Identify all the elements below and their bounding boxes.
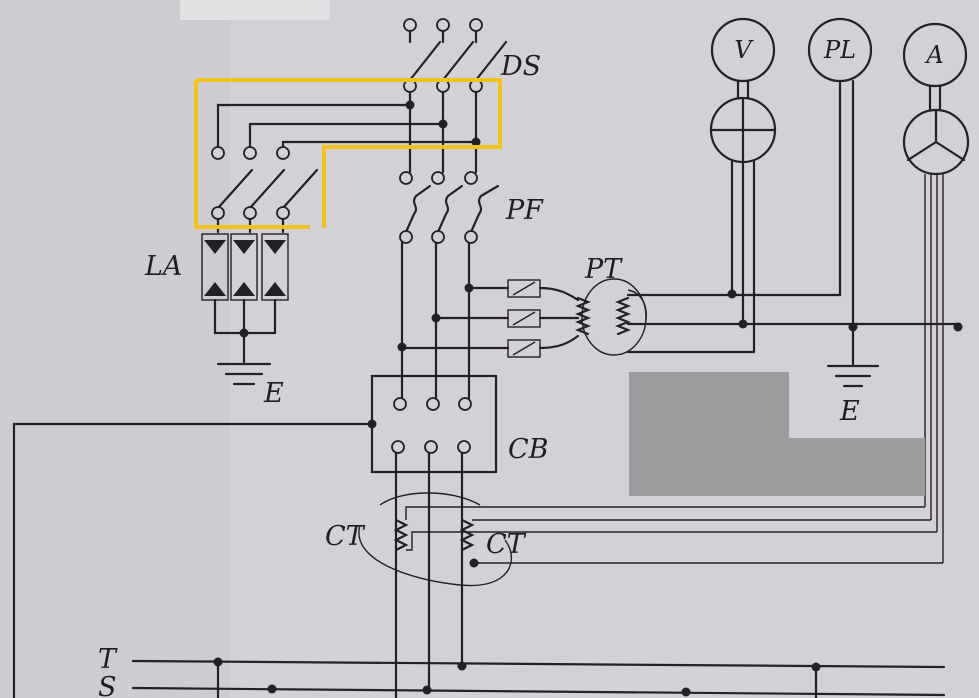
label-pf: PF: [505, 195, 544, 226]
circuit-breaker-cb: [12, 374, 498, 698]
power-fuse-pf: [399, 171, 500, 244]
label-ct-right: CT: [486, 529, 527, 560]
highlight-outline: [194, 78, 502, 229]
label-earth-la: E: [263, 378, 284, 409]
label-bus-s: S: [98, 672, 117, 698]
ammeter-a: [902, 22, 970, 563]
earth-symbol-meter: [826, 325, 880, 388]
earth-symbol-la: [216, 362, 272, 386]
lightning-arrester-la: [201, 233, 289, 364]
disconnect-switch-ds: [403, 18, 508, 93]
paper-torn-edge: [180, 0, 330, 20]
label-cb: CB: [508, 434, 549, 465]
meter-label-pl: PL: [823, 36, 856, 64]
voltmeter-v: [709, 17, 777, 354]
pt-fuses: [400, 279, 580, 358]
busbars: [131, 657, 946, 698]
label-pt: PT: [584, 254, 623, 285]
redaction-box-lower: [629, 438, 925, 496]
paper-shadow: [0, 0, 230, 698]
label-la: LA: [144, 251, 182, 282]
label-bus-t: T: [98, 644, 118, 675]
pilot-lamp-pl: [730, 17, 873, 329]
current-transformers-ct: [358, 492, 943, 587]
potential-transformer-pt: [575, 278, 963, 356]
label-ds: DS: [500, 51, 541, 82]
meter-label-v: V: [734, 36, 754, 64]
la-disconnector: [211, 103, 478, 234]
label-earth-meter: E: [839, 396, 860, 427]
label-ct-left: CT: [325, 521, 366, 552]
meter-label-a: A: [924, 41, 943, 69]
